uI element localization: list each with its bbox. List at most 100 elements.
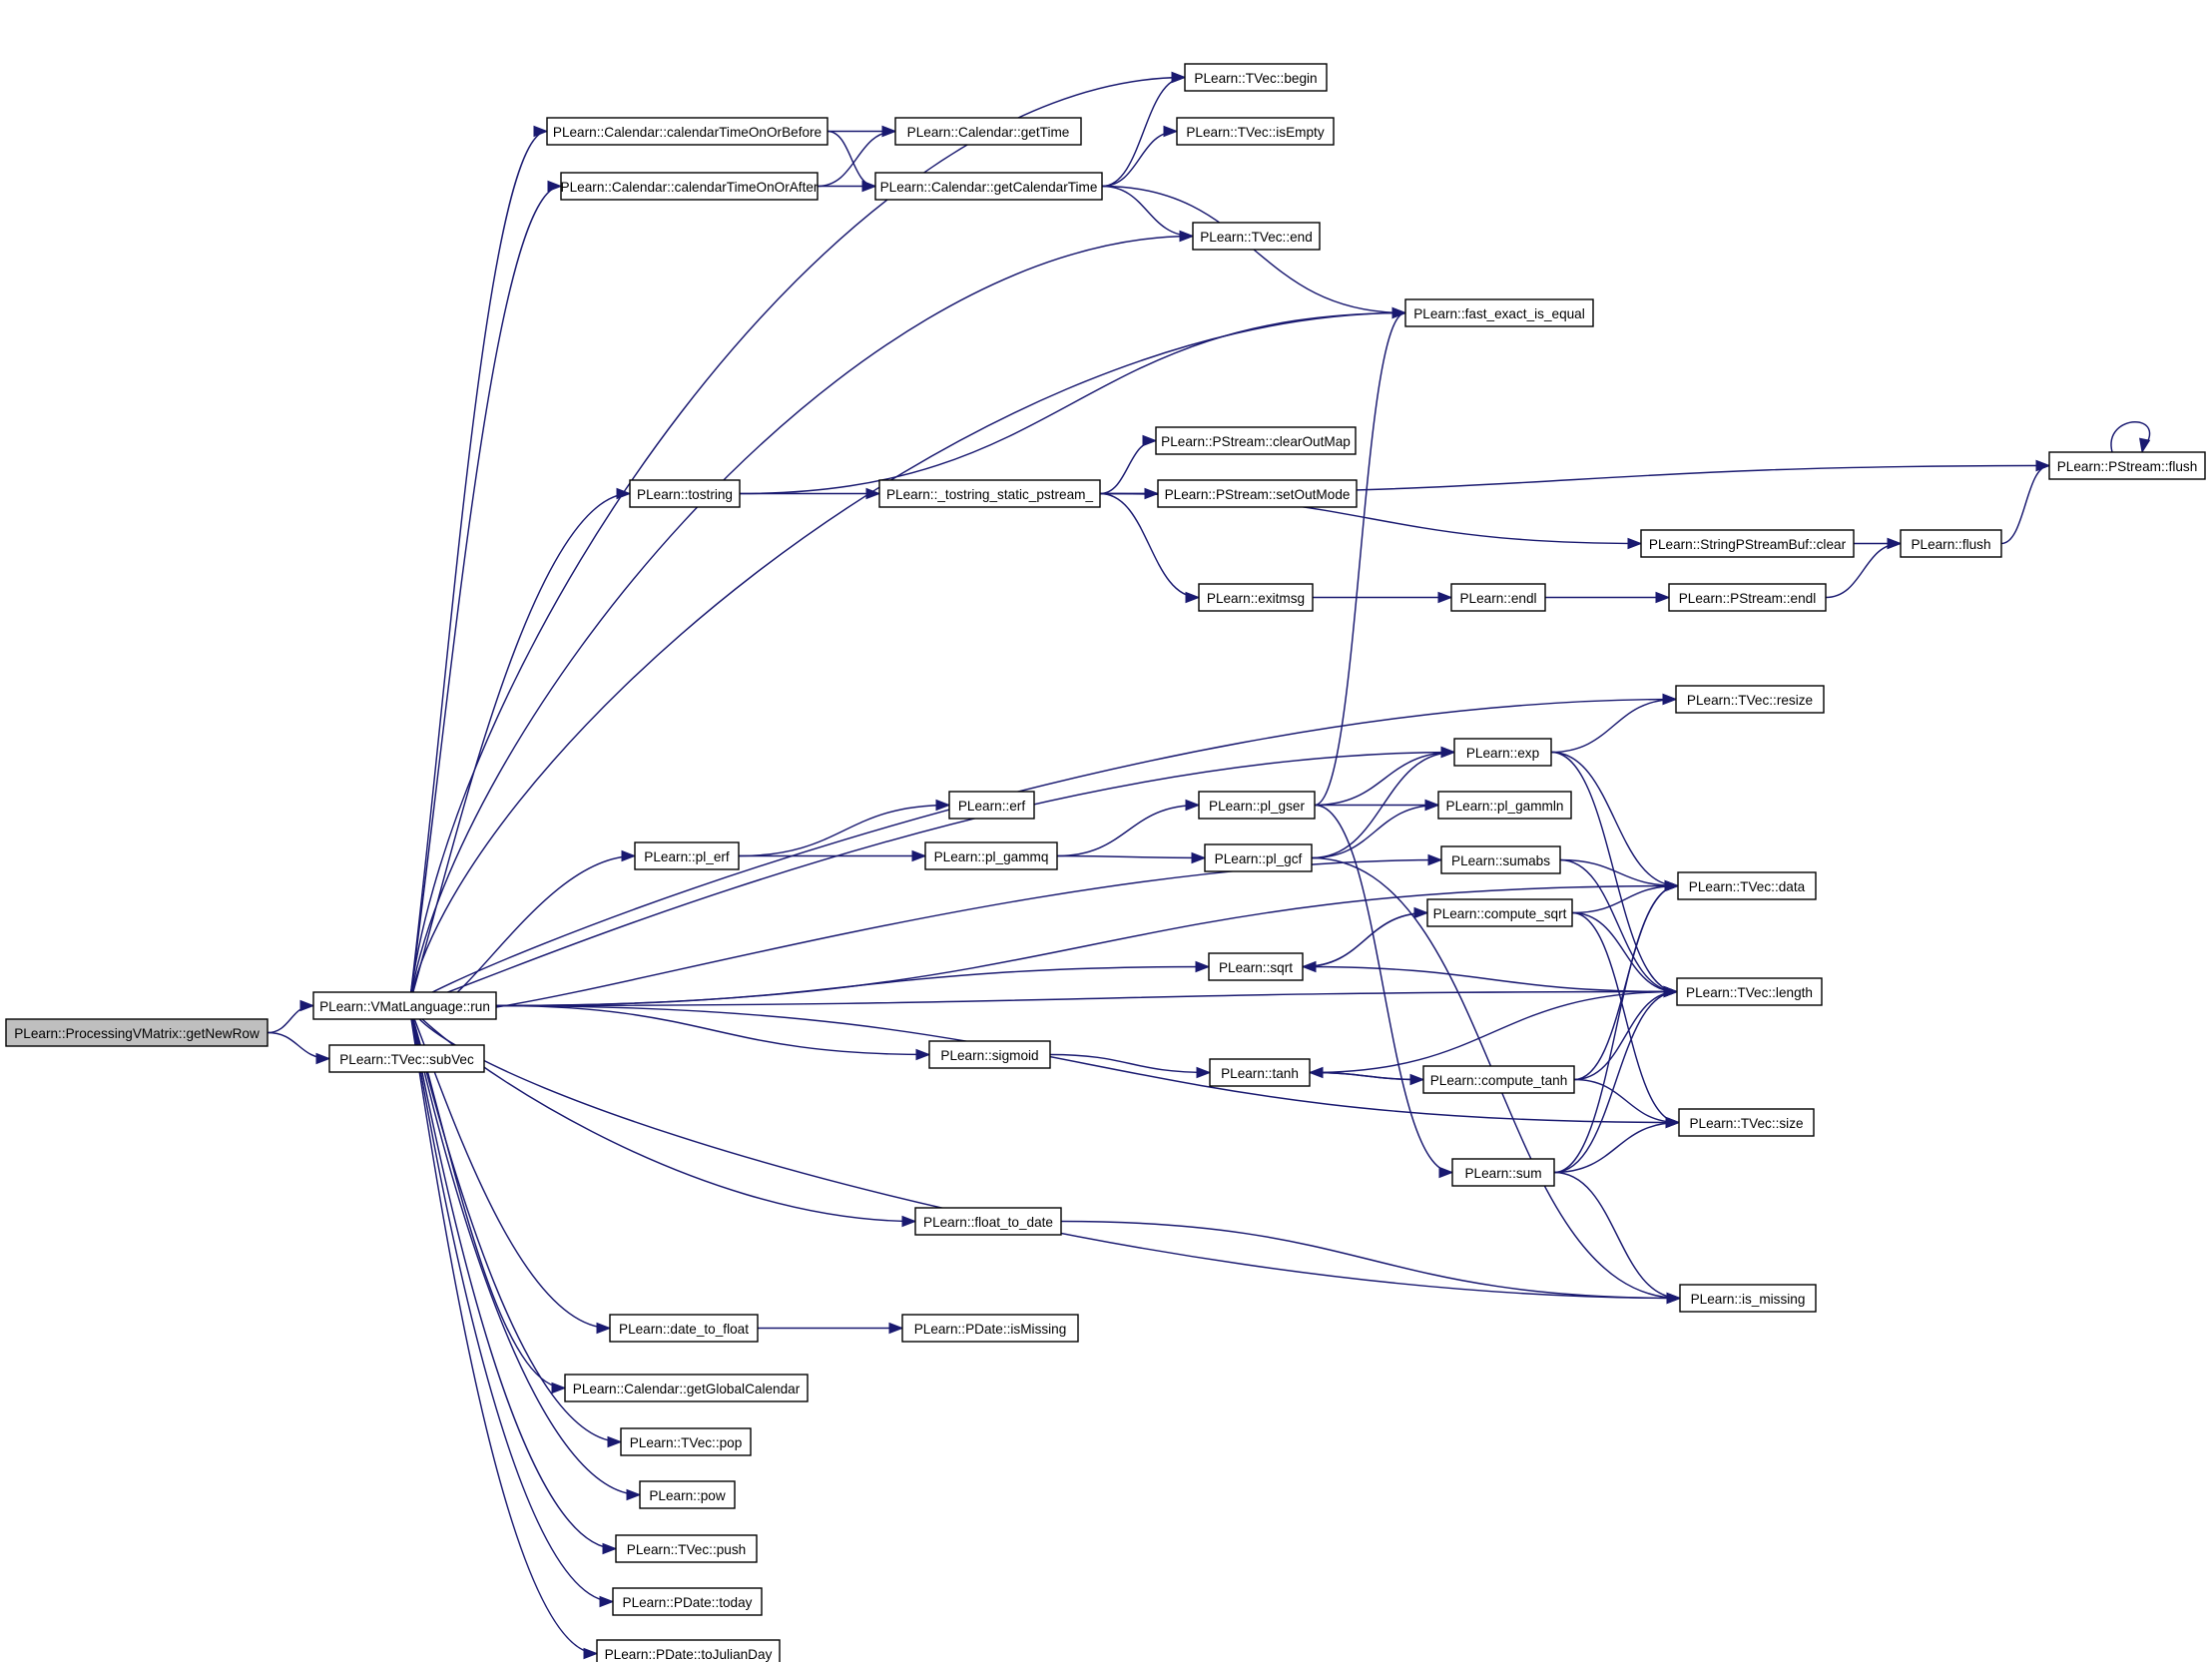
edge-arrowhead [2035, 459, 2051, 472]
graph-node-subVec[interactable]: PLearn::TVec::subVec [328, 1044, 485, 1073]
graph-node-calOnOrAfter[interactable]: PLearn::Calendar::calendarTimeOnOrAfter [560, 172, 819, 201]
graph-node-psendl[interactable]: PLearn::PStream::endl [1668, 583, 1827, 612]
edge-arrowhead [2139, 437, 2151, 454]
graph-node-getCalTime[interactable]: PLearn::Calendar::getCalendarTime [874, 172, 1103, 201]
graph-node-box [1640, 529, 1855, 558]
graph-node-tostring[interactable]: PLearn::tostring [629, 479, 741, 508]
edge-line [267, 1004, 314, 1034]
edge-arrowhead [1887, 537, 1903, 550]
edge-arrowhead [1191, 851, 1207, 864]
edge-line [739, 311, 1406, 495]
graph-node-julian[interactable]: PLearn::PDate::toJulianDay [596, 1639, 781, 1662]
edge-line [738, 804, 950, 857]
graph-node-push[interactable]: PLearn::TVec::push [615, 1534, 758, 1563]
graph-node-isEmpty[interactable]: PLearn::TVec::isEmpty [1176, 117, 1335, 146]
graph-node-psflush[interactable]: PLearn::PStream::flush [2048, 451, 2206, 480]
edge-line [1550, 698, 1677, 754]
graph-edge-run-to-calOnOrAfter [408, 180, 563, 1006]
graph-edge-run-to-pl_erf [408, 849, 637, 1013]
edge-line [1101, 130, 1178, 188]
graph-node-label: PLearn::sumabs [1451, 853, 1550, 868]
graph-node-box [894, 117, 1082, 146]
graph-node-pl_gcf[interactable]: PLearn::pl_gcf [1204, 843, 1313, 872]
graph-edge-tsps-to-clearOutMap [1099, 434, 1158, 495]
graph-node-exitmsg[interactable]: PLearn::exitmsg [1198, 583, 1314, 612]
edge-arrowhead [1391, 306, 1407, 319]
graph-node-pow[interactable]: PLearn::pow [639, 1480, 736, 1509]
edge-line [495, 1004, 1680, 1124]
graph-node-spbclear[interactable]: PLearn::StringPStreamBuf::clear [1640, 529, 1855, 558]
graph-edge-pl_gcf-to-exp [1311, 746, 1456, 859]
graph-node-getNewRow[interactable]: PLearn::ProcessingVMatrix::getNewRow [5, 1018, 269, 1047]
graph-node-clearOutMap[interactable]: PLearn::PStream::clearOutMap [1155, 426, 1357, 455]
graph-node-tsps[interactable]: PLearn::_tostring_static_pstream_ [878, 479, 1101, 508]
edge-line [1099, 439, 1157, 495]
graph-node-f2d[interactable]: PLearn::float_to_date [914, 1207, 1062, 1236]
graph-node-erf[interactable]: PLearn::erf [948, 791, 1035, 820]
graph-node-pop[interactable]: PLearn::TVec::pop [620, 1427, 752, 1456]
graph-node-length[interactable]: PLearn::TVec::length [1676, 977, 1823, 1006]
graph-edge-d2f-to-pdIsMissing [758, 1322, 904, 1335]
edge-arrowhead [1663, 985, 1679, 998]
graph-node-pl_gammln[interactable]: PLearn::pl_gammln [1437, 791, 1572, 820]
graph-node-pl_gammq[interactable]: PLearn::pl_gammq [924, 841, 1058, 870]
graph-node-sum[interactable]: PLearn::sum [1451, 1158, 1555, 1187]
graph-node-d2f[interactable]: PLearn::date_to_float [609, 1314, 759, 1343]
edge-arrowhead [1427, 853, 1443, 866]
edge-arrowhead [861, 180, 877, 193]
graph-edge-sigmoid-to-tanh [1049, 1053, 1212, 1079]
graph-node-calOnOrBefore[interactable]: PLearn::Calendar::calendarTimeOnOrBefore [546, 117, 829, 146]
edge-arrowhead [1185, 591, 1201, 604]
graph-node-run[interactable]: PLearn::VMatLanguage::run [312, 991, 497, 1020]
graph-node-box [328, 1044, 485, 1073]
graph-edge-run-to-calOnOrBefore [408, 125, 549, 1006]
graph-edge-exitmsg-to-endl [1313, 591, 1453, 604]
graph-node-box [5, 1018, 269, 1047]
graph-node-label: PLearn::sigmoid [940, 1048, 1038, 1063]
graph-node-csqrt[interactable]: PLearn::compute_sqrt [1426, 898, 1573, 927]
edge-arrowhead [315, 1052, 331, 1065]
edge-arrowhead [1163, 125, 1179, 138]
graph-node-ismissing[interactable]: PLearn::is_missing [1679, 1284, 1817, 1313]
graph-node-label: PLearn::TVec::end [1200, 230, 1313, 245]
edge-arrowhead [1424, 799, 1440, 812]
graph-node-sigmoid[interactable]: PLearn::sigmoid [928, 1040, 1051, 1069]
graph-node-globalCal[interactable]: PLearn::Calendar::getGlobalCalendar [564, 1374, 809, 1402]
graph-edge-tostring-to-fastEq [739, 306, 1407, 495]
graph-node-label: PLearn::tanh [1221, 1066, 1299, 1081]
graph-node-endl[interactable]: PLearn::endl [1450, 583, 1546, 612]
edge-arrowhead [1665, 1116, 1681, 1129]
graph-node-pl_gser[interactable]: PLearn::pl_gser [1198, 791, 1316, 820]
graph-node-sumabs[interactable]: PLearn::sumabs [1440, 845, 1561, 874]
graph-node-begin[interactable]: PLearn::TVec::begin [1184, 63, 1328, 92]
graph-node-pl_erf[interactable]: PLearn::pl_erf [634, 841, 740, 870]
edge-arrowhead [1185, 799, 1201, 812]
graph-node-resize[interactable]: PLearn::TVec::resize [1675, 685, 1825, 714]
graph-node-box [1198, 583, 1314, 612]
graph-node-box [1426, 898, 1573, 927]
graph-node-flush[interactable]: PLearn::flush [1900, 529, 2002, 558]
graph-node-box [1453, 738, 1552, 767]
graph-edge-exp-to-length [1550, 751, 1679, 998]
graph-node-fastEq[interactable]: PLearn::fast_exact_is_equal [1404, 298, 1594, 327]
graph-node-sqrt[interactable]: PLearn::sqrt [1208, 952, 1304, 981]
graph-node-exp[interactable]: PLearn::exp [1453, 738, 1552, 767]
graph-node-end[interactable]: PLearn::TVec::end [1192, 222, 1321, 251]
graph-node-size[interactable]: PLearn::TVec::size [1678, 1108, 1815, 1137]
graph-node-pdIsMissing[interactable]: PLearn::PDate::isMissing [901, 1314, 1079, 1343]
graph-node-today[interactable]: PLearn::PDate::today [612, 1587, 763, 1616]
graph-node-getTime[interactable]: PLearn::Calendar::getTime [894, 117, 1082, 146]
graph-node-setOutMode[interactable]: PLearn::PStream::setOutMode [1157, 479, 1358, 508]
graph-node-label: PLearn::TVec::isEmpty [1186, 125, 1324, 140]
graph-edge-pl_gammq-to-pl_gser [1056, 799, 1201, 857]
graph-node-ctanh[interactable]: PLearn::compute_tanh [1422, 1065, 1575, 1094]
edge-line [408, 1005, 598, 1655]
graph-node-data[interactable]: PLearn::TVec::data [1677, 871, 1817, 900]
graph-node-box [1157, 479, 1358, 508]
graph-node-label: PLearn::PStream::flush [2057, 459, 2198, 474]
graph-node-label: PLearn::TVec::length [1686, 985, 1813, 1000]
edge-line [1550, 751, 1679, 887]
graph-node-tanh[interactable]: PLearn::tanh [1209, 1058, 1311, 1087]
edge-line [408, 185, 562, 1006]
graph-node-label: PLearn::TVec::pop [630, 1435, 743, 1450]
